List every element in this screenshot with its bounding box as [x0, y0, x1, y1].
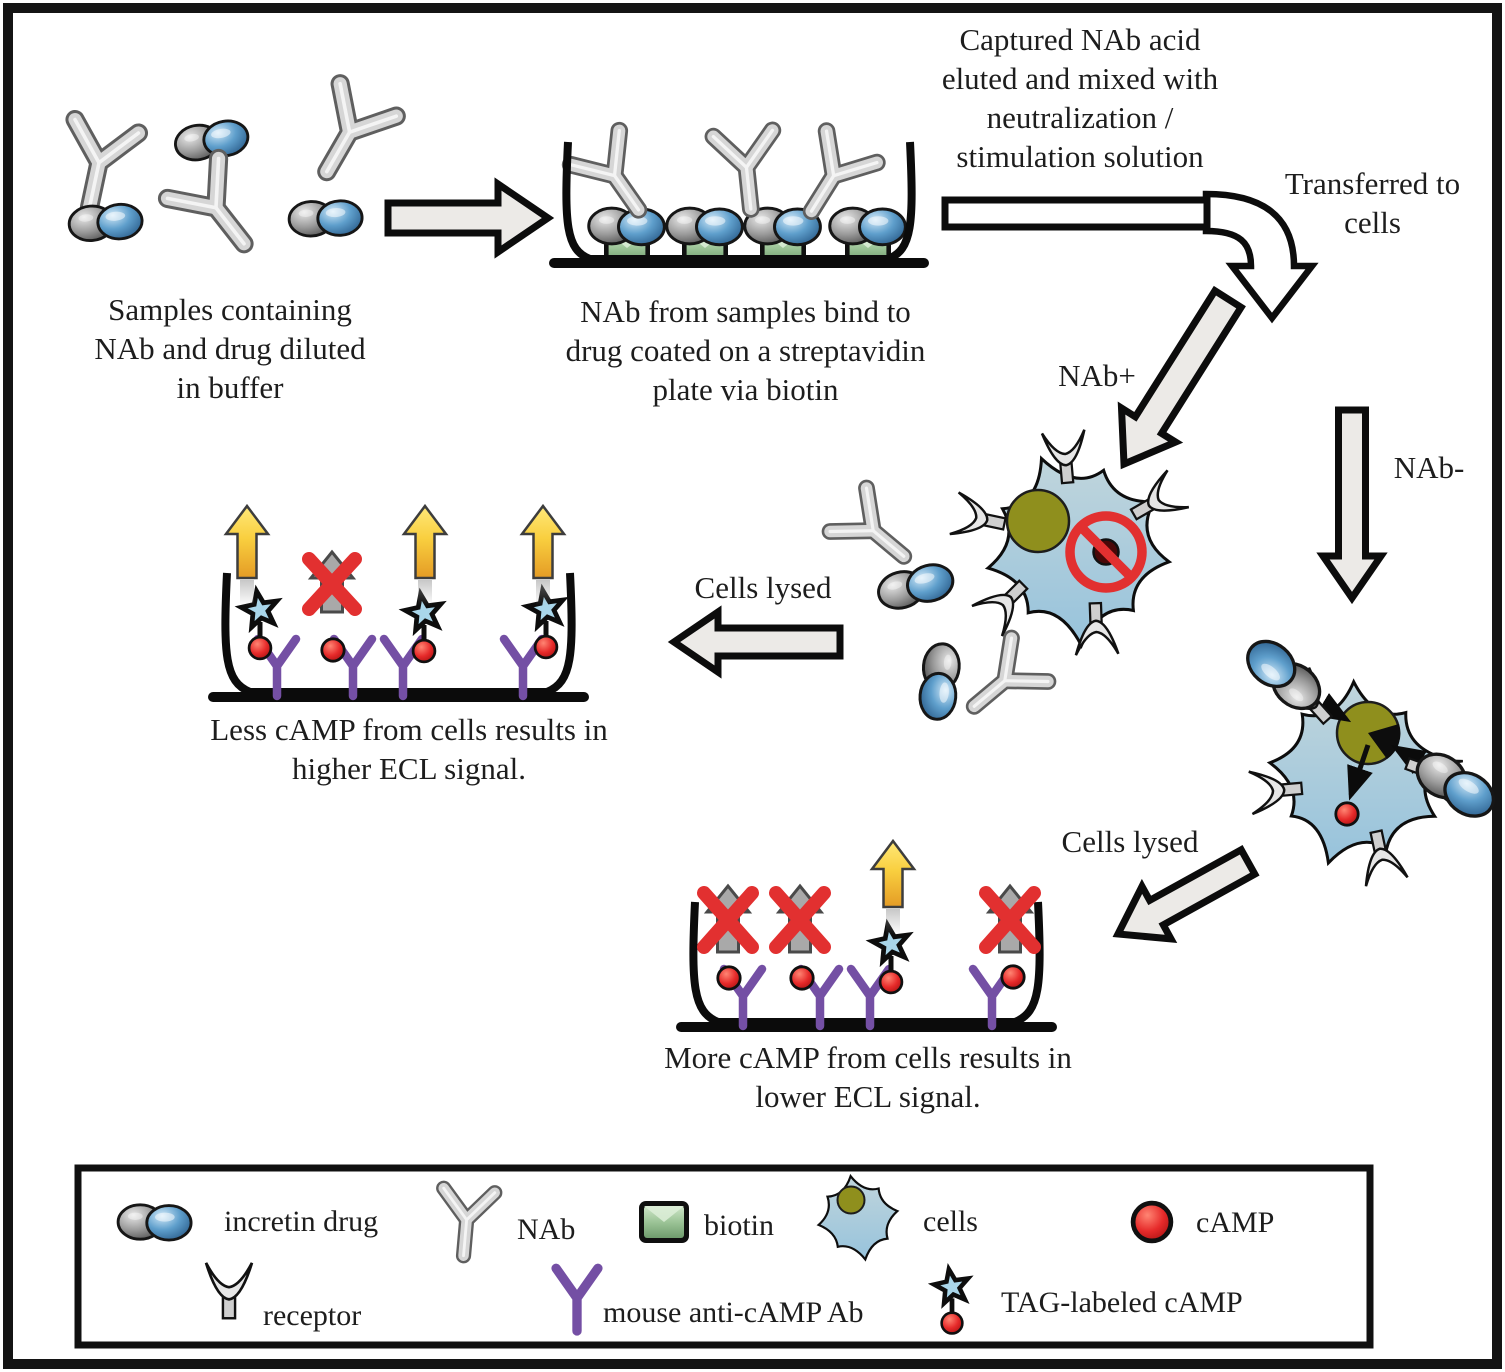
- legend-box: [74, 1164, 1374, 1349]
- incretin-drug-icon: [66, 200, 145, 245]
- camp-icon: [1133, 1203, 1171, 1241]
- biotin-icon: [639, 1201, 689, 1243]
- ecl-signal-arrow: [869, 838, 917, 909]
- label-nab-positive: NAb+: [1058, 358, 1136, 393]
- caption-captured-nab: Captured NAb acid eluted and mixed with …: [941, 22, 1219, 174]
- nab-negative-arrow: [1316, 406, 1388, 605]
- incretin-drug-icon: [587, 206, 666, 247]
- nab-negative-cell: [1236, 630, 1504, 888]
- label-nab-negative: NAb-: [1393, 450, 1465, 485]
- incretin-drug-icon: [1236, 630, 1331, 720]
- x-icon: [769, 886, 831, 954]
- caption-samples: Samples containing NAb and drug diluted …: [94, 292, 366, 405]
- nucleus: [836, 1185, 866, 1215]
- nab-icon: [830, 488, 922, 578]
- cells-lysed-left-arrow: [667, 605, 844, 679]
- arrow-reflection: [240, 580, 254, 606]
- camp-icon: [1000, 964, 1026, 990]
- process-arrows: [384, 177, 1388, 943]
- receptor-icon: [948, 491, 1011, 546]
- diagram-border: [3, 3, 1502, 1369]
- camp-icon: [1334, 801, 1360, 827]
- caption-transferred: Transferred to cells: [1284, 166, 1461, 240]
- incretin-drug-icon: [872, 557, 959, 616]
- caption-plate-binding: NAb from samples bind to drug coated on …: [565, 294, 926, 407]
- ecl-signal-arrow: [223, 503, 271, 580]
- legend-label-camp: cAMP: [1196, 1206, 1275, 1239]
- transfer-elbow-arrow: [1202, 190, 1319, 324]
- transfer-bar: [941, 196, 1211, 231]
- sample-to-plate-arrow: [384, 177, 555, 259]
- ecl-signal-arrow: [519, 503, 567, 580]
- incretin-drug-icon: [665, 206, 744, 247]
- incretin-drug-icon: [116, 1203, 193, 1242]
- legend-label-incretin-drug: incretin drug: [224, 1205, 379, 1238]
- legend-label-tag-labeled-camp: TAG-labeled cAMP: [1001, 1286, 1243, 1319]
- incretin-drug-icon: [286, 197, 365, 240]
- caption-cells-lysed-left: Cells lysed: [694, 570, 832, 605]
- legend-label-receptor: receptor: [263, 1299, 362, 1332]
- nab-positive-arrow: [1117, 285, 1246, 470]
- cells-lysed-diagonal-arrow: [1112, 845, 1260, 943]
- incretin-drug-icon: [916, 640, 963, 723]
- prohibition-slash-icon: [1077, 523, 1135, 581]
- nab-icon: [956, 638, 1048, 728]
- ecl-signal-arrow: [401, 503, 449, 580]
- camp-icon: [789, 965, 815, 991]
- arrow-reflection: [536, 580, 550, 606]
- legend-label-cells: cells: [923, 1205, 978, 1238]
- x-icon: [697, 886, 759, 954]
- signal-arrow-solid: [1347, 744, 1373, 801]
- caption-less-camp: Less cAMP from cells results in higher E…: [210, 712, 608, 786]
- legend-label-nab: NAb: [517, 1213, 576, 1246]
- legend-label-mouse-anti-camp-ab: mouse anti-cAMP Ab: [603, 1296, 864, 1329]
- high-ecl-plate: [208, 572, 589, 702]
- legend-label-biotin: biotin: [704, 1209, 775, 1242]
- x-icon: [302, 552, 362, 616]
- nab-icon: [58, 120, 139, 214]
- nab-icon: [713, 130, 780, 212]
- nab-positive-cell: [830, 428, 1191, 728]
- arrow-reflection: [418, 580, 432, 606]
- x-icon: [979, 886, 1041, 954]
- sample-cluster: [58, 84, 396, 264]
- blocked-x-marks: [302, 552, 1041, 954]
- streptavidin-plate: [549, 130, 929, 268]
- nucleus: [1005, 488, 1071, 554]
- nab-icon: [299, 84, 397, 188]
- arrow-reflection: [886, 909, 900, 935]
- camp-icon: [320, 637, 346, 663]
- incretin-drug-icon: [828, 206, 907, 247]
- camp-icon: [716, 965, 742, 991]
- prohibition-circle-icon: [1065, 511, 1147, 593]
- legend: [74, 1164, 1374, 1349]
- low-ecl-plate: [676, 901, 1057, 1032]
- caption-more-camp: More cAMP from cells results in lower EC…: [664, 1040, 1072, 1114]
- nab-icon: [168, 159, 270, 264]
- caption-cells-lysed-right: Cells lysed: [1061, 824, 1199, 859]
